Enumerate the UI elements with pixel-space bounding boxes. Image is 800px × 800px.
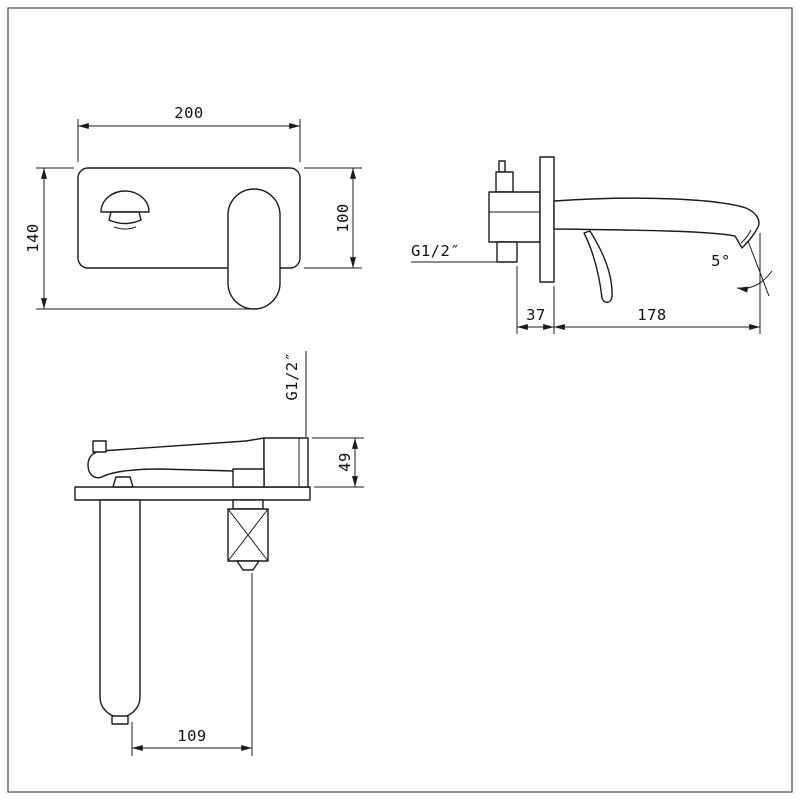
- handle-front: [227, 188, 281, 310]
- spout-outlet-dome: [100, 190, 150, 213]
- body-base-plan: [232, 468, 265, 488]
- spout-tube-plan: [99, 499, 141, 718]
- valve-connector-plan: [232, 499, 264, 510]
- front-view: 200 140 100: [24, 104, 362, 310]
- dim-label-spout-angle: 5°: [711, 252, 731, 270]
- dim-label-spout-offset: 109: [177, 727, 207, 745]
- wall-plate-plan: [74, 486, 311, 501]
- handle-lever-side: [583, 230, 613, 304]
- dimension-side-spout-reach: 178: [554, 233, 761, 334]
- spout-outlet-lip: [108, 211, 142, 225]
- page-border: [7, 7, 793, 793]
- dimension-front-plate-height: 100: [304, 167, 362, 269]
- dimension-front-width: 200: [77, 104, 301, 162]
- valve-nipple-side: [498, 160, 506, 173]
- dim-label-inlet-depth: 37: [526, 306, 546, 324]
- wall-plate-side: [539, 156, 555, 283]
- outlet-thread-callout: G1/2″: [283, 351, 307, 437]
- dim-label-front-plate-height: 100: [334, 203, 352, 233]
- valve-box-diagonal: [227, 508, 269, 562]
- inlet-pipe-side: [496, 241, 518, 263]
- dim-label-front-width: 200: [174, 104, 204, 122]
- spout-angle-callout: 5°: [711, 240, 773, 297]
- angle-reference-line: [747, 240, 770, 297]
- inlet-thread-label: G1/2″: [411, 242, 460, 260]
- side-view: G1/2″ 37 178 5°: [411, 156, 773, 334]
- dimension-front-total-height: 140: [24, 167, 253, 310]
- valve-body-side: [488, 191, 541, 243]
- spout-outlet-underline: [113, 226, 137, 230]
- spout-side: [553, 197, 760, 249]
- body-block-plan: [263, 437, 309, 488]
- lever-tip-nub: [92, 440, 107, 453]
- dimension-plan-spout-offset: 109: [131, 573, 253, 756]
- dim-label-front-total-height: 140: [24, 223, 42, 253]
- valve-top-pipe-side: [495, 171, 514, 193]
- dimension-side-inlet-depth: 37: [516, 266, 555, 334]
- spout-tip-detail-line: [740, 229, 752, 244]
- spout-tube-end-nub: [111, 715, 129, 725]
- valve-box-taper: [236, 560, 260, 571]
- outlet-thread-label: G1/2″: [283, 351, 301, 400]
- plan-view: G1/2″ 49 109: [74, 351, 364, 756]
- dimension-plan-body-height: 49: [312, 437, 364, 488]
- dim-label-body-height: 49: [336, 452, 354, 472]
- lever-support-plan: [112, 476, 134, 488]
- dim-label-spout-reach: 178: [637, 306, 667, 324]
- angle-arc-arrow: [736, 270, 773, 293]
- inlet-thread-callout: G1/2″: [411, 242, 497, 263]
